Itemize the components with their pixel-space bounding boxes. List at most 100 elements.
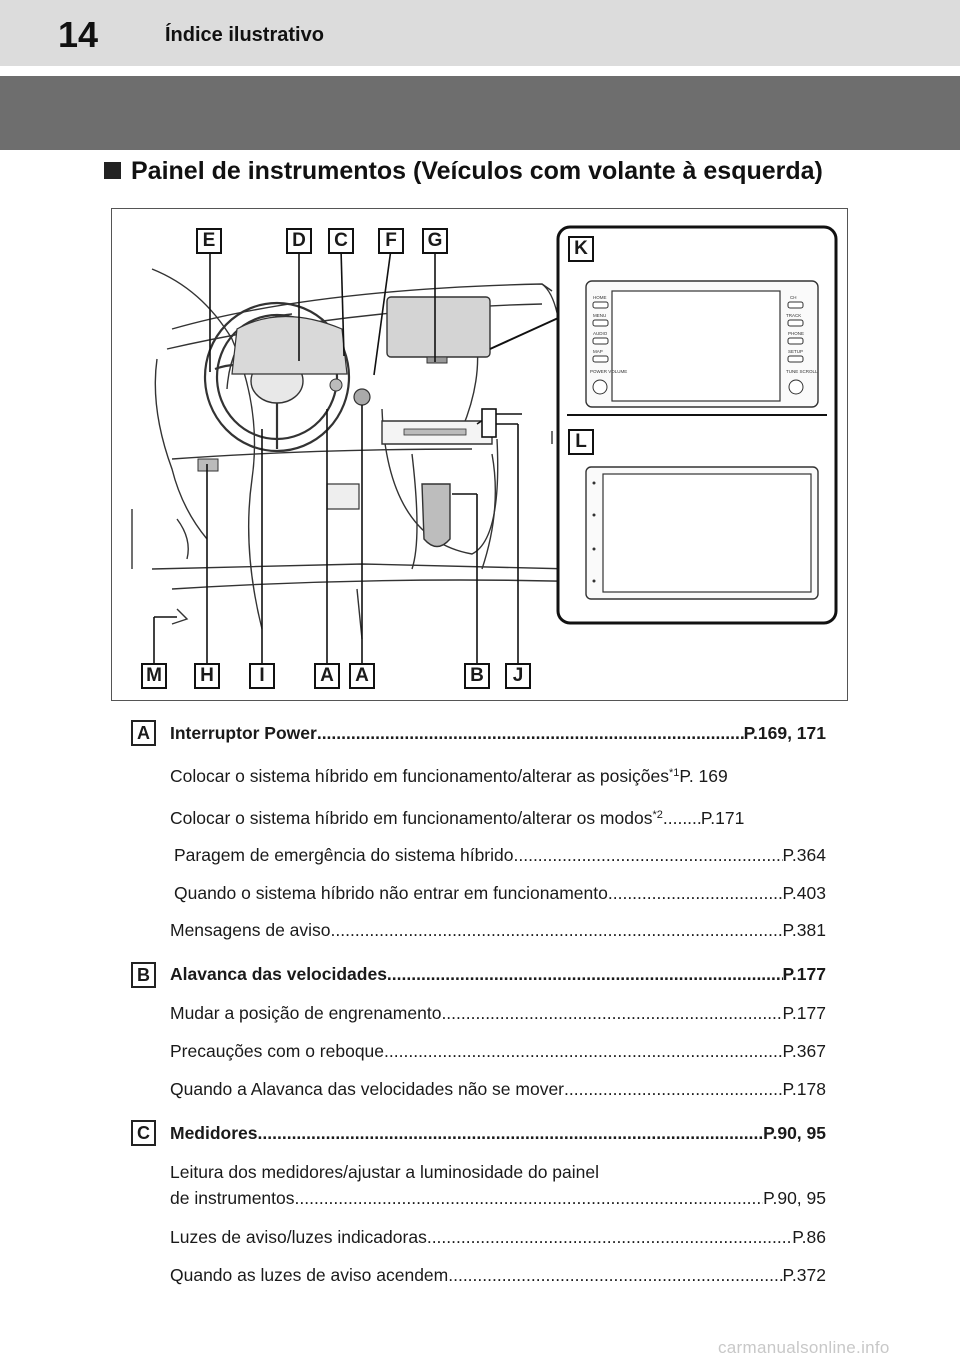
audio-btn-home: HOME bbox=[593, 295, 607, 300]
audio-btn-map: MAP bbox=[593, 349, 603, 354]
audio-btn-track: TRACK bbox=[786, 313, 801, 318]
section-title-text: Painel de instrumentos (Veículos com vol… bbox=[131, 157, 823, 185]
label-a1: A bbox=[314, 663, 340, 689]
label-g: G bbox=[422, 228, 448, 254]
label-a2-text: A bbox=[349, 663, 375, 689]
label-l: L bbox=[568, 429, 594, 455]
leader-dots bbox=[564, 1079, 783, 1100]
shift-lever-drawing bbox=[421, 483, 451, 548]
label-m-text: M bbox=[141, 663, 167, 689]
page-number: 14 bbox=[58, 14, 99, 55]
item-text: Quando a Alavanca das velocidades não se… bbox=[170, 1079, 565, 1099]
leader-dots bbox=[514, 845, 783, 866]
page-ref: P.86 bbox=[792, 1227, 826, 1247]
label-b: B bbox=[464, 663, 490, 689]
dashboard-illustration: HOME MENU AUDIO MAP POWER VOLUME CH TRAC… bbox=[111, 208, 848, 701]
entry-title-text: Alavanca das velocidades bbox=[170, 964, 387, 984]
item-text: Mensagens de aviso bbox=[170, 920, 331, 940]
leader-dots bbox=[441, 1003, 782, 1024]
page-ref: P.171 bbox=[700, 808, 745, 828]
page-ref: P.177 bbox=[782, 964, 826, 984]
list-item: Luzes de aviso/luzes indicadorasP.86 bbox=[170, 1227, 826, 1248]
header-band bbox=[0, 76, 960, 150]
a-pillar-line bbox=[151, 268, 263, 630]
leader-dots bbox=[317, 723, 744, 744]
square-bullet-icon bbox=[104, 162, 121, 179]
page-header: 14 Índice ilustrativo bbox=[0, 0, 960, 66]
list-item: Mudar a posição de engrenamentoP.177 bbox=[170, 1003, 826, 1024]
leader-dots bbox=[387, 964, 783, 985]
entry-title-meters: Medidores P.90, 95 bbox=[170, 1123, 826, 1144]
page-ref: P.90, 95 bbox=[763, 1123, 826, 1143]
label-e: E bbox=[196, 228, 222, 254]
page-ref: P.381 bbox=[782, 920, 826, 940]
center-display bbox=[386, 296, 491, 358]
page-ref: P.364 bbox=[782, 845, 826, 865]
list-item: Quando o sistema híbrido não entrar em f… bbox=[174, 883, 826, 904]
list-item: Precauções com o reboque P.367 bbox=[170, 1041, 826, 1062]
label-j-text: J bbox=[505, 663, 531, 689]
audio-btn-tune: TUNE SCROLL bbox=[786, 369, 818, 374]
item-text: Precauções com o reboque bbox=[170, 1041, 385, 1061]
footnote-mark: *1 bbox=[669, 767, 680, 779]
label-g-text: G bbox=[422, 228, 448, 254]
entry-title-shift-lever: Alavanca das velocidades P.177 bbox=[170, 964, 826, 985]
label-h-text: H bbox=[194, 663, 220, 689]
audio-btn-menu: MENU bbox=[593, 313, 606, 318]
leader-dots bbox=[608, 883, 783, 904]
dashboard-drawing: HOME MENU AUDIO MAP POWER VOLUME CH TRAC… bbox=[131, 225, 838, 667]
label-f-text: F bbox=[378, 228, 404, 254]
label-d: D bbox=[286, 228, 312, 254]
footnote-mark: *2 bbox=[652, 809, 663, 821]
label-m: M bbox=[141, 663, 167, 689]
page-ref: P.90, 95 bbox=[763, 1188, 826, 1208]
label-k-text: K bbox=[568, 236, 594, 262]
item-text: Paragem de emergência do sistema híbrido bbox=[174, 845, 514, 865]
list-item: de instrumentosP.90, 95 bbox=[170, 1188, 826, 1209]
item-text: Mudar a posição de engrenamento bbox=[170, 1003, 442, 1023]
entry-badge-b: B bbox=[131, 962, 156, 988]
entry-title-text: Interruptor Power bbox=[170, 723, 317, 743]
entry-title-text: Medidores bbox=[170, 1123, 258, 1143]
section-title: Painel de instrumentos (Veículos com vol… bbox=[104, 157, 823, 186]
list-item: Colocar o sistema híbrido em funcionamen… bbox=[170, 808, 826, 829]
leader-dots bbox=[295, 1188, 764, 1209]
label-l-text: L bbox=[568, 429, 594, 455]
label-a2: A bbox=[349, 663, 375, 689]
label-i: I bbox=[249, 663, 275, 689]
page-ref: P.178 bbox=[782, 1079, 826, 1099]
label-b-text: B bbox=[464, 663, 490, 689]
list-item: Colocar o sistema híbrido em funcionamen… bbox=[170, 766, 826, 787]
leader-dots bbox=[384, 1041, 782, 1062]
item-text-line1: Leitura dos medidores/ajustar a luminosi… bbox=[170, 1162, 600, 1182]
audio-btn-audio: AUDIO bbox=[593, 331, 608, 336]
audio-btn-ch: CH bbox=[790, 295, 797, 300]
page-ref: P. 169 bbox=[679, 766, 728, 786]
watermark: carmanualsonline.info bbox=[718, 1338, 890, 1357]
label-a1-text: A bbox=[314, 663, 340, 689]
label-k: K bbox=[568, 236, 594, 262]
label-d-text: D bbox=[286, 228, 312, 254]
power-switch-drawing bbox=[353, 388, 371, 406]
leader-dots bbox=[258, 1123, 764, 1144]
leader-dots bbox=[427, 1227, 792, 1248]
meter-cluster bbox=[231, 316, 348, 375]
label-h: H bbox=[194, 663, 220, 689]
page-ref: P.372 bbox=[782, 1265, 826, 1285]
page-ref: P.367 bbox=[782, 1041, 826, 1061]
label-f: F bbox=[378, 228, 404, 254]
label-i-text: I bbox=[249, 663, 275, 689]
audio-btn-phone: PHONE bbox=[788, 331, 804, 336]
label-c: C bbox=[328, 228, 354, 254]
list-item: Paragem de emergência do sistema híbrido… bbox=[174, 845, 826, 866]
item-text: Colocar o sistema híbrido em funcionamen… bbox=[170, 808, 653, 828]
label-e-text: E bbox=[196, 228, 222, 254]
page-ref: P.169, 171 bbox=[743, 723, 826, 743]
list-item: Mensagens de aviso P.381 bbox=[170, 920, 826, 941]
entry-badge-c: C bbox=[131, 1120, 156, 1146]
list-item: Quando a Alavanca das velocidades não se… bbox=[170, 1079, 826, 1100]
label-c-text: C bbox=[328, 228, 354, 254]
leader-dots bbox=[663, 808, 701, 829]
page-ref: P.403 bbox=[782, 883, 826, 903]
item-text: Colocar o sistema híbrido em funcionamen… bbox=[170, 766, 669, 786]
